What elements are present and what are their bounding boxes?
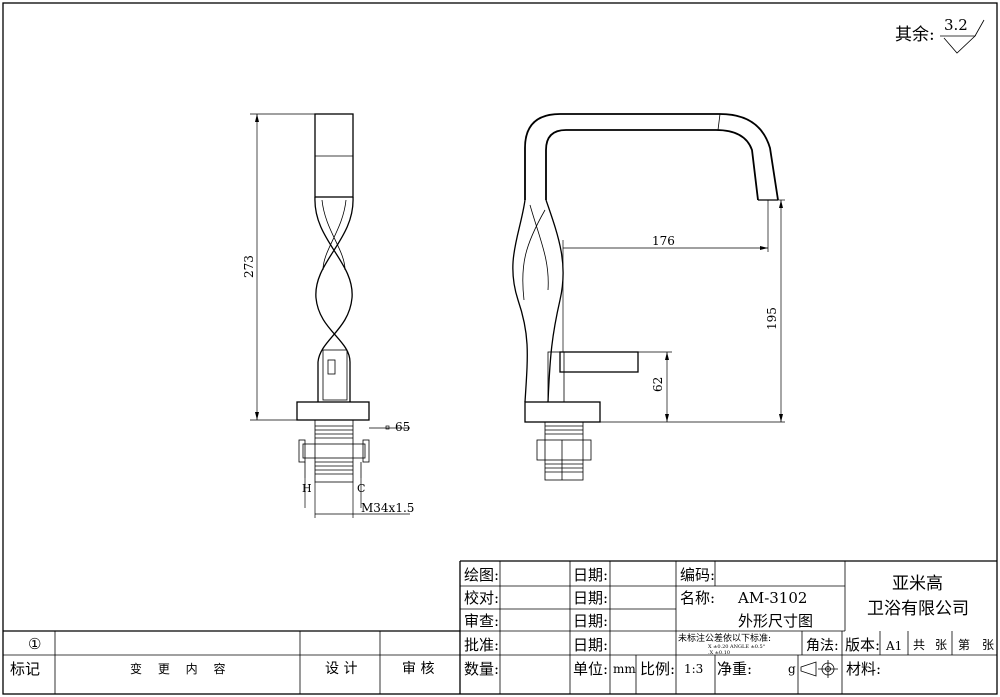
unit-value: mm: [613, 662, 636, 676]
tolerance-detail-1: X ±0.20 ANGLE ±0.5°: [708, 644, 766, 650]
sheets-unit-1: 张: [935, 638, 947, 652]
front-view: 176 195 62: [512, 113, 785, 481]
date-label-2: 日期:: [573, 589, 608, 607]
dim-reach-176: 176: [652, 234, 675, 248]
version-value: A1: [885, 639, 902, 653]
date-label-4: 日期:: [573, 636, 608, 654]
front-handle-lever: [559, 351, 639, 373]
date-label-1: 日期:: [573, 566, 608, 584]
weight-unit: g: [788, 662, 796, 676]
dim-height-195: 195: [765, 307, 779, 330]
dim-height-273: 273: [242, 255, 256, 278]
front-threaded-shank: [544, 421, 584, 481]
company-name-line-1: 亚米高: [892, 574, 943, 594]
dim-height-62: 62: [651, 377, 665, 392]
front-base-plate: [524, 401, 601, 423]
company-name-line-2: 卫浴有限公司: [867, 599, 969, 619]
approve-label: 批准:: [464, 636, 499, 654]
change-column-label: 变 更 内 容: [130, 661, 231, 676]
check-label: 校对:: [464, 589, 499, 607]
sheet-number-label: 第: [958, 638, 970, 652]
dim-thread: M34x1.5: [361, 501, 414, 515]
unit-label: 单位:: [573, 660, 608, 678]
roughness-symbol-icon: [940, 35, 977, 54]
version-label: 版本:: [845, 636, 880, 654]
side-threaded-shank: [314, 419, 354, 483]
weight-label: 净重:: [717, 660, 752, 678]
roughness-label: 其余:: [895, 25, 935, 45]
review-label: 审查:: [464, 612, 499, 630]
tolerance-note: 未标注公差依以下标准:: [678, 632, 771, 644]
qty-label: 数量:: [464, 660, 499, 678]
tolerance-detail-2: .X ±0.10: [708, 650, 730, 656]
projection-symbol-icon: [800, 660, 838, 678]
design-column-label: 设 计: [325, 661, 357, 677]
side-base-plate: [296, 401, 370, 421]
sheets-unit-2: 张: [982, 638, 994, 652]
side-twisted-body: [314, 196, 354, 402]
name-label: 名称:: [680, 589, 715, 607]
side-view: 273 65 H C M34x1.5: [242, 113, 414, 518]
cold-label: C: [357, 482, 365, 495]
scale-value: 1:3: [684, 662, 703, 676]
front-twisted-body: [512, 199, 564, 403]
material-label: 材料:: [846, 660, 881, 678]
audit-column-label: 审 核: [402, 661, 434, 677]
scale-label: 比例:: [640, 660, 675, 678]
code-label: 编码:: [680, 566, 715, 584]
roughness-value: 3.2: [944, 16, 968, 34]
draw-label: 绘图:: [464, 566, 499, 584]
side-lock-nut: [302, 443, 366, 459]
drawing-name: 外形尺寸图: [738, 612, 813, 630]
dim-width-65: 65: [395, 420, 410, 434]
side-handle: [322, 349, 348, 401]
surface-roughness-note: 其余: 3.2: [895, 16, 985, 54]
revision-mark: ①: [28, 635, 41, 653]
date-label-3: 日期:: [573, 612, 608, 630]
mark-column-label: 标记: [10, 660, 40, 678]
title-block: 绘图: 校对: 审查: 批准: 数量: 日期: 日期: 日期: 日期: 单位: …: [3, 560, 997, 694]
side-spout-block: [314, 113, 354, 198]
front-spout: [524, 113, 779, 201]
front-lock-nut: [536, 439, 592, 461]
sheets-total-label: 共: [913, 638, 925, 652]
projection-label: 角法:: [806, 638, 839, 654]
model-number: AM-3102: [737, 589, 807, 607]
hot-label: H: [302, 482, 312, 495]
